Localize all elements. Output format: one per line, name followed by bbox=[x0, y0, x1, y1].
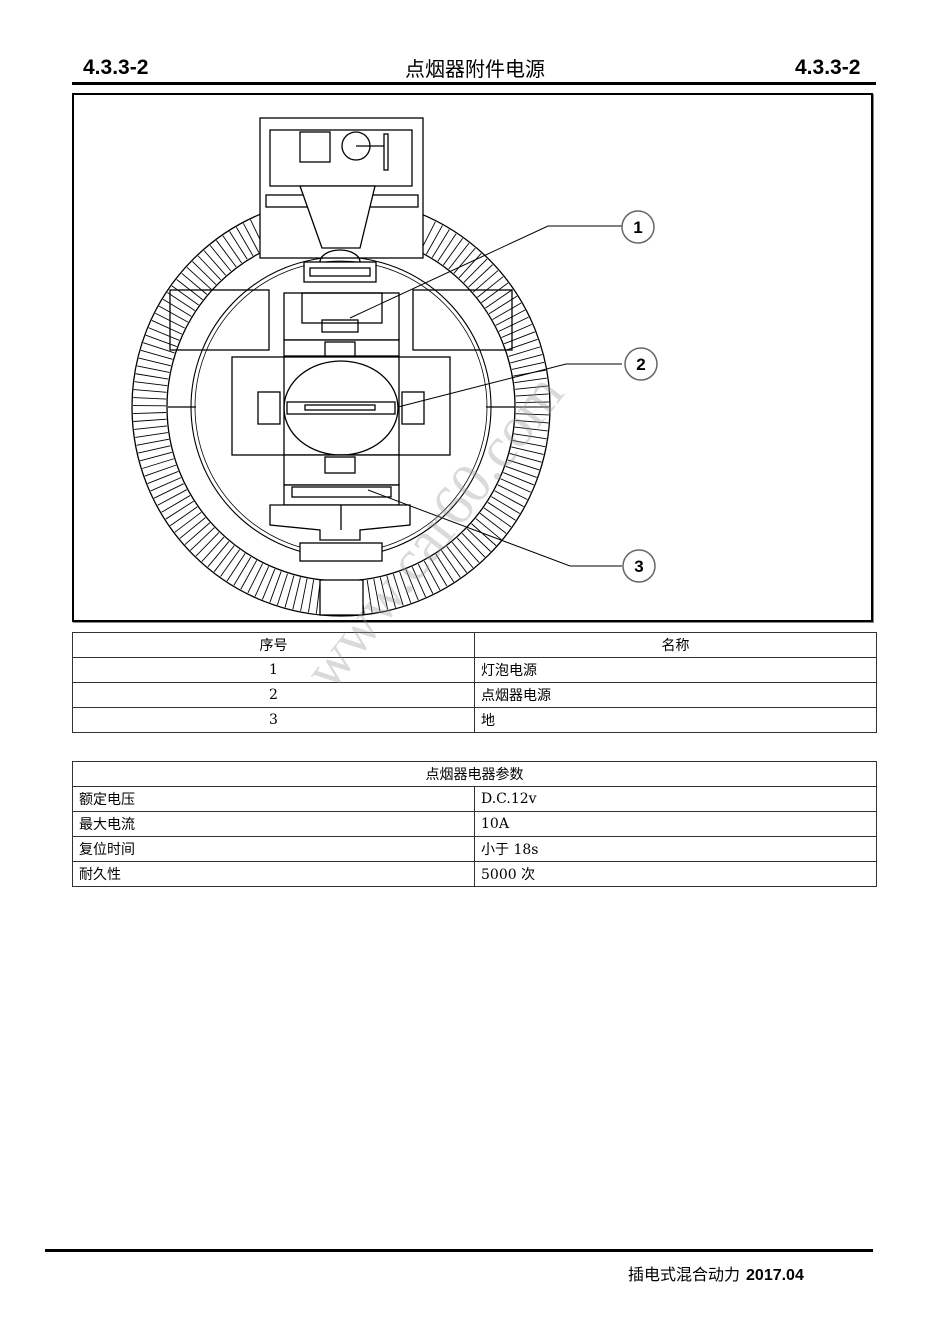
callout-2: 2 bbox=[624, 347, 658, 381]
section-number-left: 4.3.3-2 bbox=[83, 56, 149, 79]
footer: 插电式混合动力 2017.04 bbox=[628, 1261, 804, 1285]
callout-2-number: 2 bbox=[636, 355, 645, 374]
pin-no: 2 bbox=[72, 682, 475, 708]
header-cell-no: 序号 bbox=[72, 632, 475, 658]
callout-1: 1 bbox=[621, 210, 655, 244]
ring-hatching bbox=[133, 219, 549, 616]
footer-book-title: 插电式混合动力 bbox=[628, 1265, 741, 1284]
pin-name: 灯泡电源 bbox=[474, 657, 877, 683]
pin-assignment-table: 序号 名称 1 灯泡电源 2 点烟器电源 3 地 bbox=[72, 632, 877, 733]
pin-no: 3 bbox=[72, 707, 475, 733]
pin-name: 点烟器电源 bbox=[474, 682, 877, 708]
table-row: 最大电流 10A bbox=[72, 811, 877, 837]
param-label: 最大电流 bbox=[72, 811, 475, 837]
table-row: 耐久性 5000 次 bbox=[72, 861, 877, 887]
table-row: 1 灯泡电源 bbox=[72, 657, 877, 683]
param-label: 额定电压 bbox=[72, 786, 475, 812]
header-cell-name: 名称 bbox=[474, 632, 877, 658]
table-header-row: 序号 名称 bbox=[72, 632, 877, 658]
param-table-title: 点烟器电器参数 bbox=[72, 761, 877, 787]
param-value: 10A bbox=[474, 811, 877, 837]
page-title: 点烟器附件电源 bbox=[405, 57, 545, 81]
header-divider bbox=[72, 82, 876, 85]
cigarette-lighter-connector-diagram: 1 2 3 bbox=[131, 117, 658, 617]
callout-3-number: 3 bbox=[634, 557, 643, 576]
callout-3: 3 bbox=[622, 549, 656, 583]
table-row: 额定电压 D.C.12v bbox=[72, 786, 877, 812]
section-number-right: 4.3.3-2 bbox=[795, 56, 861, 79]
table-row: 3 地 bbox=[72, 707, 877, 733]
param-label: 耐久性 bbox=[72, 861, 475, 887]
param-value: 5000 次 bbox=[474, 861, 877, 887]
callout-1-number: 1 bbox=[633, 218, 642, 237]
table-title-row: 点烟器电器参数 bbox=[72, 761, 877, 787]
connector-diagram-frame: 1 2 3 bbox=[72, 93, 873, 622]
param-label: 复位时间 bbox=[72, 836, 475, 862]
table-row: 2 点烟器电源 bbox=[72, 682, 877, 708]
footer-date: 2017.04 bbox=[746, 1267, 804, 1284]
footer-divider bbox=[45, 1249, 873, 1252]
table-row: 复位时间 小于 18s bbox=[72, 836, 877, 862]
pin-no: 1 bbox=[72, 657, 475, 683]
param-value: D.C.12v bbox=[474, 786, 877, 812]
electrical-parameters-table: 点烟器电器参数 额定电压 D.C.12v 最大电流 10A 复位时间 小于 18… bbox=[72, 761, 877, 887]
pin-name: 地 bbox=[474, 707, 877, 733]
param-value: 小于 18s bbox=[474, 836, 877, 862]
